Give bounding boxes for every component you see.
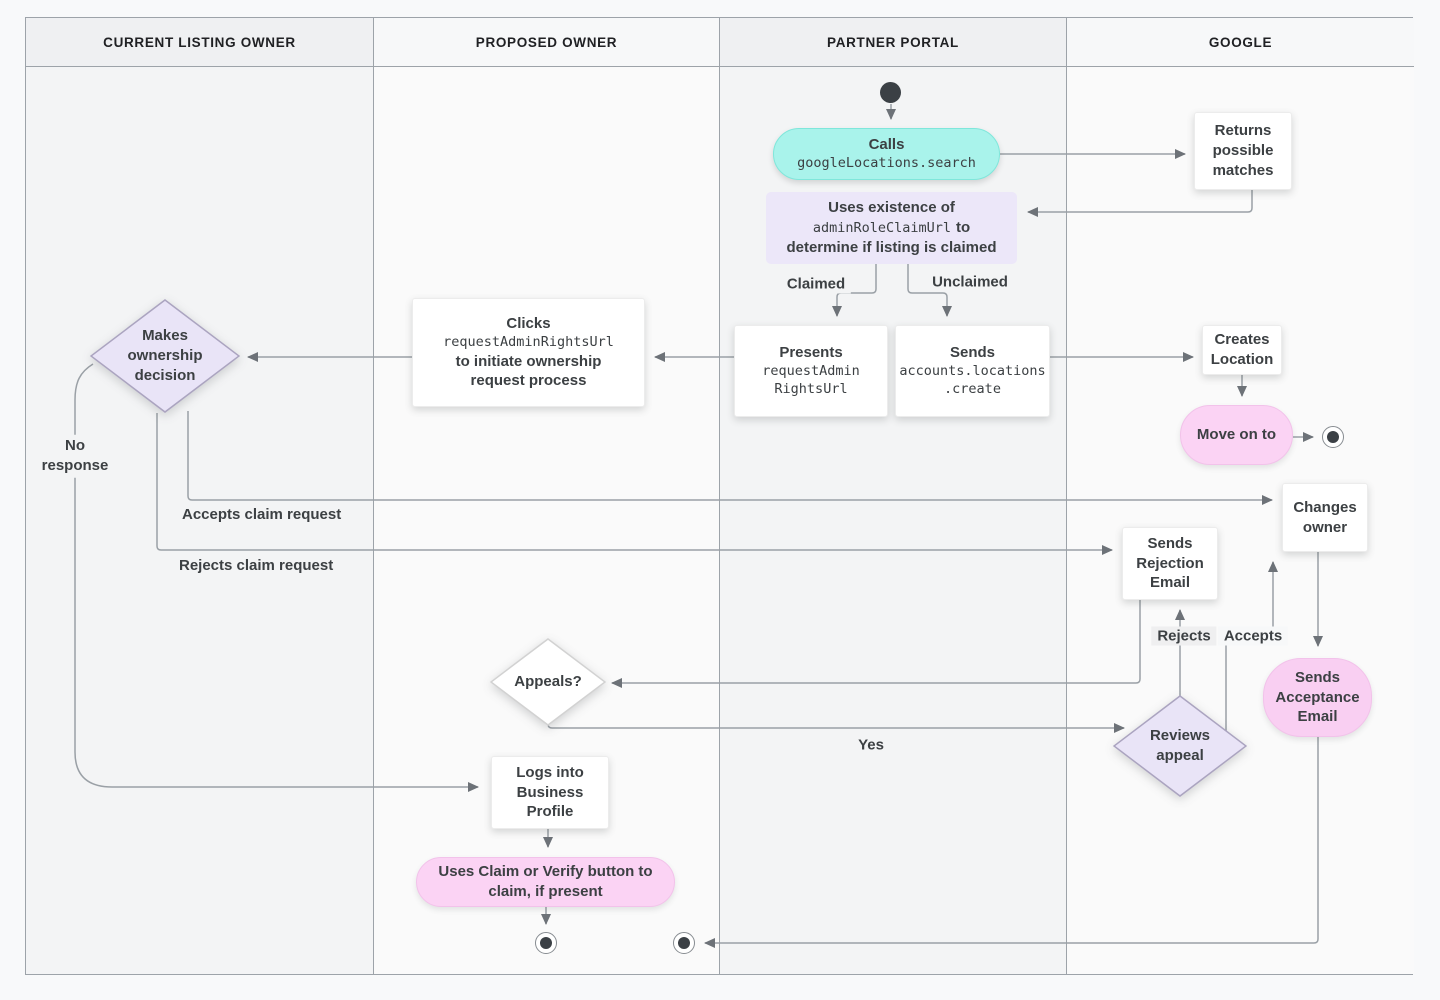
lane-title: PARTNER PORTAL <box>827 34 959 50</box>
decision-label: Makes ownership decision <box>127 327 203 384</box>
node-presents-requestadminrightsurl: Presents requestAdmin RightsUrl <box>734 325 888 417</box>
node-returns-possible-matches: Returns possible matches <box>1194 112 1292 190</box>
end-node-move-on <box>1322 426 1344 448</box>
note-text: to <box>956 219 971 237</box>
note-line: adminRoleClaimUrl to <box>813 218 970 238</box>
edge-label-rejects-claim-request: Rejects claim request <box>173 556 340 575</box>
diamond-shape <box>90 299 240 413</box>
start-node <box>880 82 901 103</box>
note-line: determine if listing is claimed <box>786 238 997 256</box>
edge-label-unclaimed: Unclaimed <box>926 272 1014 292</box>
decision-reviews-appeal: Reviews appeal <box>1113 695 1247 797</box>
code-text: accounts.locations <box>899 363 1046 380</box>
edge-label-accepts-claim-request: Accepts claim request <box>176 505 348 524</box>
node-calls-googlelocations-search: Calls googleLocations.search <box>773 128 1000 180</box>
node-title: Move on to <box>1196 426 1277 444</box>
edge-label-yes: Yes <box>852 735 890 755</box>
edge-uses-to-presents <box>832 264 877 317</box>
node-creates-location: Creates Location <box>1202 325 1282 375</box>
node-title: Creates Location <box>1210 331 1274 368</box>
diamond-shape <box>490 638 606 726</box>
code-text: .create <box>944 380 1001 397</box>
lane-header-current-listing-owner: CURRENT LISTING OWNER <box>26 18 373 67</box>
node-sends-rejection-email: Sends Rejection Email <box>1122 527 1218 600</box>
edge-label-claimed: Claimed <box>780 274 852 294</box>
node-title: Changes owner <box>1293 498 1357 536</box>
code-text: requestAdmin <box>762 363 860 380</box>
edge-rejects-claim <box>156 413 1113 555</box>
edge-label-rejects: Rejects <box>1151 626 1217 646</box>
edge-label-accepts: Accepts <box>1217 626 1289 646</box>
decision-label: Reviews appeal <box>1149 727 1211 764</box>
code-text: googleLocations.search <box>797 154 976 171</box>
node-title: Uses Claim or Verify button to claim, if… <box>438 863 653 900</box>
node-clicks-requestadminrightsurl: Clicks requestAdminRightsUrl to initiate… <box>412 298 645 407</box>
node-text: request process <box>470 372 587 390</box>
node-changes-owner: Changes owner <box>1282 483 1368 552</box>
decision-appeals: Appeals? <box>490 638 606 726</box>
node-title: Calls <box>868 136 905 154</box>
edge-no-response <box>74 363 479 792</box>
node-move-on-to: Move on to <box>1180 405 1293 465</box>
node-sends-acceptance-email: Sends Acceptance Email <box>1263 658 1372 737</box>
edge-acceptance-to-end <box>704 737 1319 948</box>
decision-label: Appeals? <box>514 673 582 691</box>
edge-rejection-to-appeals <box>611 600 1141 688</box>
node-title: Sends <box>949 344 995 362</box>
edge-returns-to-uses <box>1027 190 1253 217</box>
code-text: RightsUrl <box>774 380 848 397</box>
lane-header-proposed-owner: PROPOSED OWNER <box>374 18 719 67</box>
lane-header-partner-portal: PARTNER PORTAL <box>720 18 1066 67</box>
edge-uses-to-sends <box>907 264 952 317</box>
code-text: adminRoleClaimUrl <box>812 220 951 237</box>
node-title: Sends Acceptance Email <box>1275 668 1360 726</box>
node-title: Presents <box>779 344 843 362</box>
note-line: Uses existence of <box>828 199 955 217</box>
node-uses-existence-adminroleclaimurl: Uses existence of adminRoleClaimUrl to de… <box>766 192 1017 264</box>
node-text: to initiate ownership <box>455 352 602 370</box>
diamond-shape <box>1113 695 1247 797</box>
lane-title: CURRENT LISTING OWNER <box>103 34 296 50</box>
node-uses-claim-or-verify-button: Uses Claim or Verify button to claim, if… <box>416 857 675 907</box>
edge-label-no-response: No response <box>33 434 117 478</box>
node-logs-into-business-profile: Logs into Business Profile <box>491 756 609 829</box>
end-node-acceptance <box>673 932 695 954</box>
edge-appeals-yes-to-reviews <box>547 722 1125 733</box>
node-title: Logs into Business Profile <box>516 763 584 821</box>
edge-accepts-claim <box>187 411 1273 505</box>
decision-makes-ownership-decision: Makes ownership decision <box>90 299 240 413</box>
code-text: requestAdminRightsUrl <box>443 333 614 350</box>
node-sends-accounts-locations-create: Sends accounts.locations .create <box>895 325 1050 417</box>
lane-title: GOOGLE <box>1208 34 1273 50</box>
node-title: Clicks <box>506 314 551 332</box>
lane-partner-portal: PARTNER PORTAL <box>720 18 1067 974</box>
end-node-claim <box>535 932 557 954</box>
lane-header-google: GOOGLE <box>1067 18 1414 67</box>
node-title: Sends Rejection Email <box>1136 534 1204 592</box>
node-title: Returns possible matches <box>1212 122 1274 179</box>
lane-current-listing-owner: CURRENT LISTING OWNER <box>26 18 374 974</box>
lane-title: PROPOSED OWNER <box>475 34 618 50</box>
